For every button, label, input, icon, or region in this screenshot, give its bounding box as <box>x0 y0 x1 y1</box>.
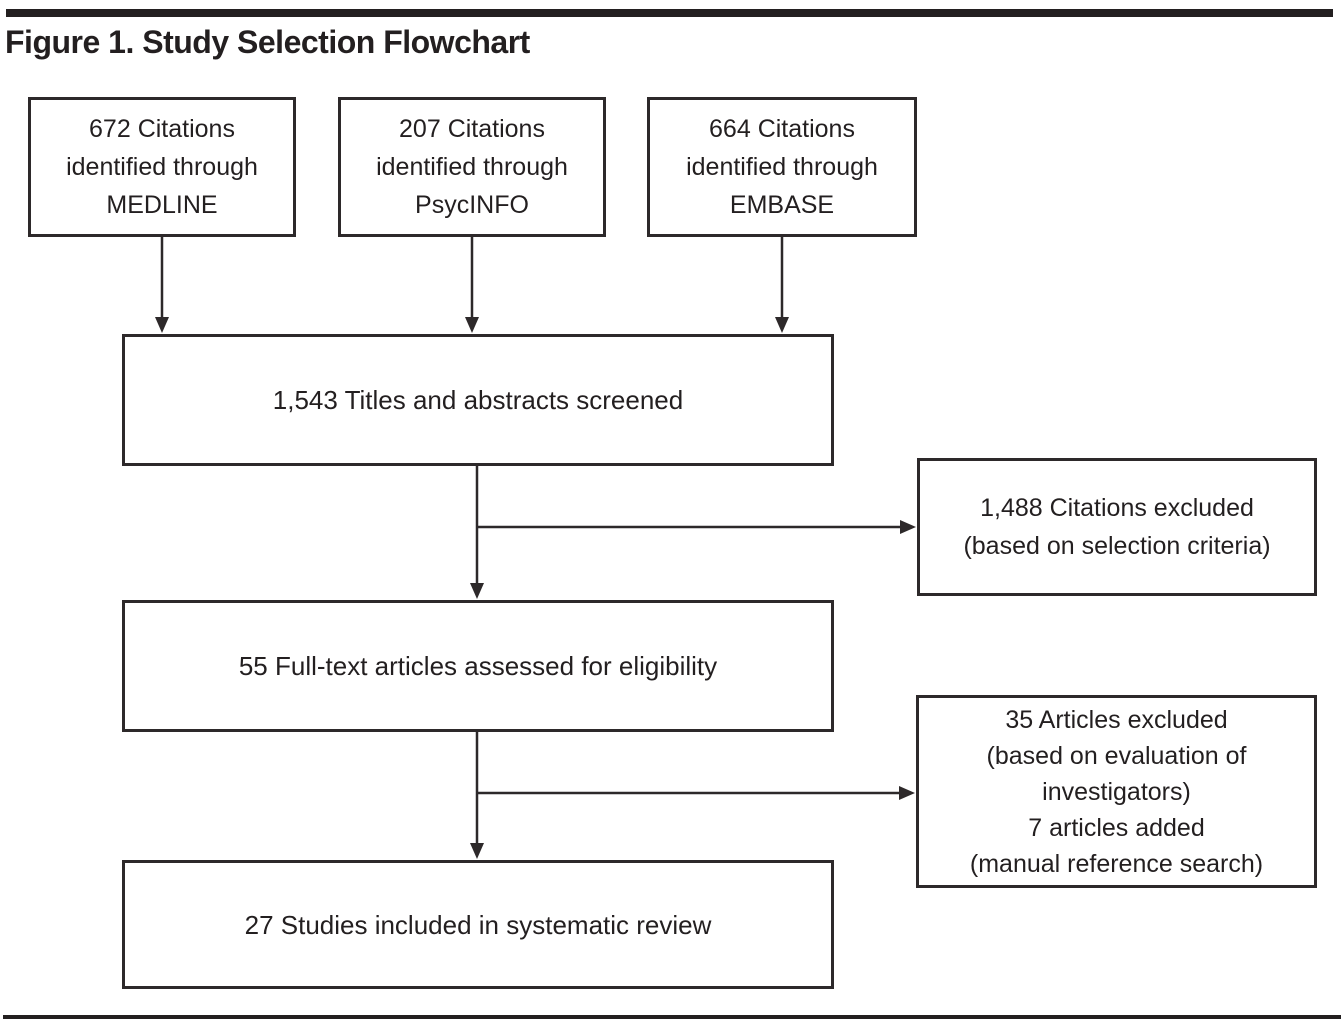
node-included-label: 27 Studies included in systematic review <box>244 909 712 940</box>
node-medline: 672 Citations identified through MEDLINE <box>28 97 296 237</box>
node-fulltext-label: 55 Full-text articles assessed for eligi… <box>238 651 718 681</box>
arrow-screened-to-fulltext <box>470 466 484 599</box>
node-excluded-citations: 1,488 Citations excluded (based on selec… <box>917 458 1317 596</box>
figure-top-rule <box>6 9 1333 17</box>
node-embase: 664 Citations identified through EMBASE <box>647 97 917 237</box>
arrow-psycinfo-to-screened-head <box>465 317 479 333</box>
node-psycinfo-label: 207 Citations identified through PsycINF… <box>376 115 568 219</box>
arrow-fulltext-to-excluded-articles <box>477 786 915 800</box>
arrow-psycinfo-to-screened <box>465 237 479 333</box>
arrow-screened-to-excluded-citations <box>477 520 916 534</box>
node-excluded-articles-label: 35 Articles excluded (based on evaluatio… <box>969 705 1264 878</box>
arrow-medline-to-screened-head <box>155 317 169 333</box>
arrow-fulltext-to-included-head <box>470 843 484 859</box>
figure-bottom-rule <box>3 1015 1341 1019</box>
node-included: 27 Studies included in systematic review <box>122 860 834 989</box>
arrow-fulltext-to-excluded-articles-head <box>899 786 915 800</box>
arrow-fulltext-to-included <box>470 732 484 859</box>
node-embase-label: 664 Citations identified through EMBASE <box>686 115 878 219</box>
arrow-screened-to-excluded-citations-head <box>900 520 916 534</box>
node-medline-label: 672 Citations identified through MEDLINE <box>66 115 258 219</box>
arrow-screened-to-fulltext-head <box>470 583 484 599</box>
node-screened-label: 1,543 Titles and abstracts screened <box>272 385 684 415</box>
arrow-medline-to-screened <box>155 237 169 333</box>
node-psycinfo: 207 Citations identified through PsycINF… <box>338 97 606 237</box>
node-screened: 1,543 Titles and abstracts screened <box>122 334 834 466</box>
figure-title: Figure 1. Study Selection Flowchart <box>5 24 530 60</box>
arrow-embase-to-screened-head <box>775 317 789 333</box>
arrow-embase-to-screened <box>775 237 789 333</box>
node-fulltext: 55 Full-text articles assessed for eligi… <box>122 600 834 732</box>
node-excluded-articles: 35 Articles excluded (based on evaluatio… <box>916 695 1317 888</box>
node-excluded-citations-label: 1,488 Citations excluded (based on selec… <box>963 494 1271 560</box>
